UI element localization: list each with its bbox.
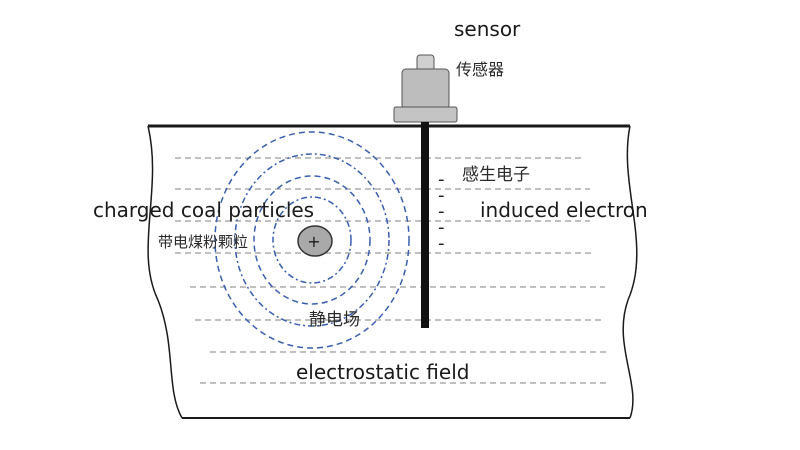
charged-particle-label-zh: 带电煤粉颗粒 bbox=[158, 233, 248, 251]
sensor-label-en: sensor bbox=[454, 17, 521, 41]
induced-electron-marks: - - - - - bbox=[438, 169, 445, 254]
electron-symbol: - bbox=[438, 201, 445, 222]
charged-particle-label-en: charged coal particles bbox=[93, 198, 314, 222]
sensor-body bbox=[401, 68, 450, 110]
electrostatic-field-rings bbox=[214, 131, 410, 349]
flow-dashed-lines bbox=[175, 157, 610, 384]
particle-plus-sign: + bbox=[307, 232, 320, 251]
electron-symbol: - bbox=[438, 233, 445, 254]
sensor-base bbox=[393, 106, 458, 123]
induced-electron-label-en: induced electron bbox=[480, 198, 648, 222]
electrostatic-field-label-en: electrostatic field bbox=[296, 360, 469, 384]
electron-symbol: - bbox=[438, 169, 445, 190]
charged-particle: + bbox=[297, 225, 333, 257]
electron-symbol: - bbox=[438, 185, 445, 206]
electron-symbol: - bbox=[438, 217, 445, 238]
sensor-electrode-rod bbox=[421, 122, 429, 328]
sensor-probe bbox=[393, 54, 458, 328]
duct-outline bbox=[147, 124, 638, 419]
field-ring-outer bbox=[214, 131, 410, 349]
sensor-label-zh: 传感器 bbox=[456, 60, 504, 79]
field-ring-second bbox=[253, 175, 371, 305]
particle-circle bbox=[297, 225, 333, 257]
duct-right-wavy-edge bbox=[622, 125, 638, 419]
field-ring-third bbox=[234, 153, 390, 327]
electrostatic-field-label-zh: 静电场 bbox=[309, 310, 360, 330]
duct-left-wavy-edge bbox=[147, 125, 183, 419]
field-ring-inner bbox=[272, 196, 352, 284]
induced-electron-label-zh: 感生电子 bbox=[462, 165, 530, 185]
